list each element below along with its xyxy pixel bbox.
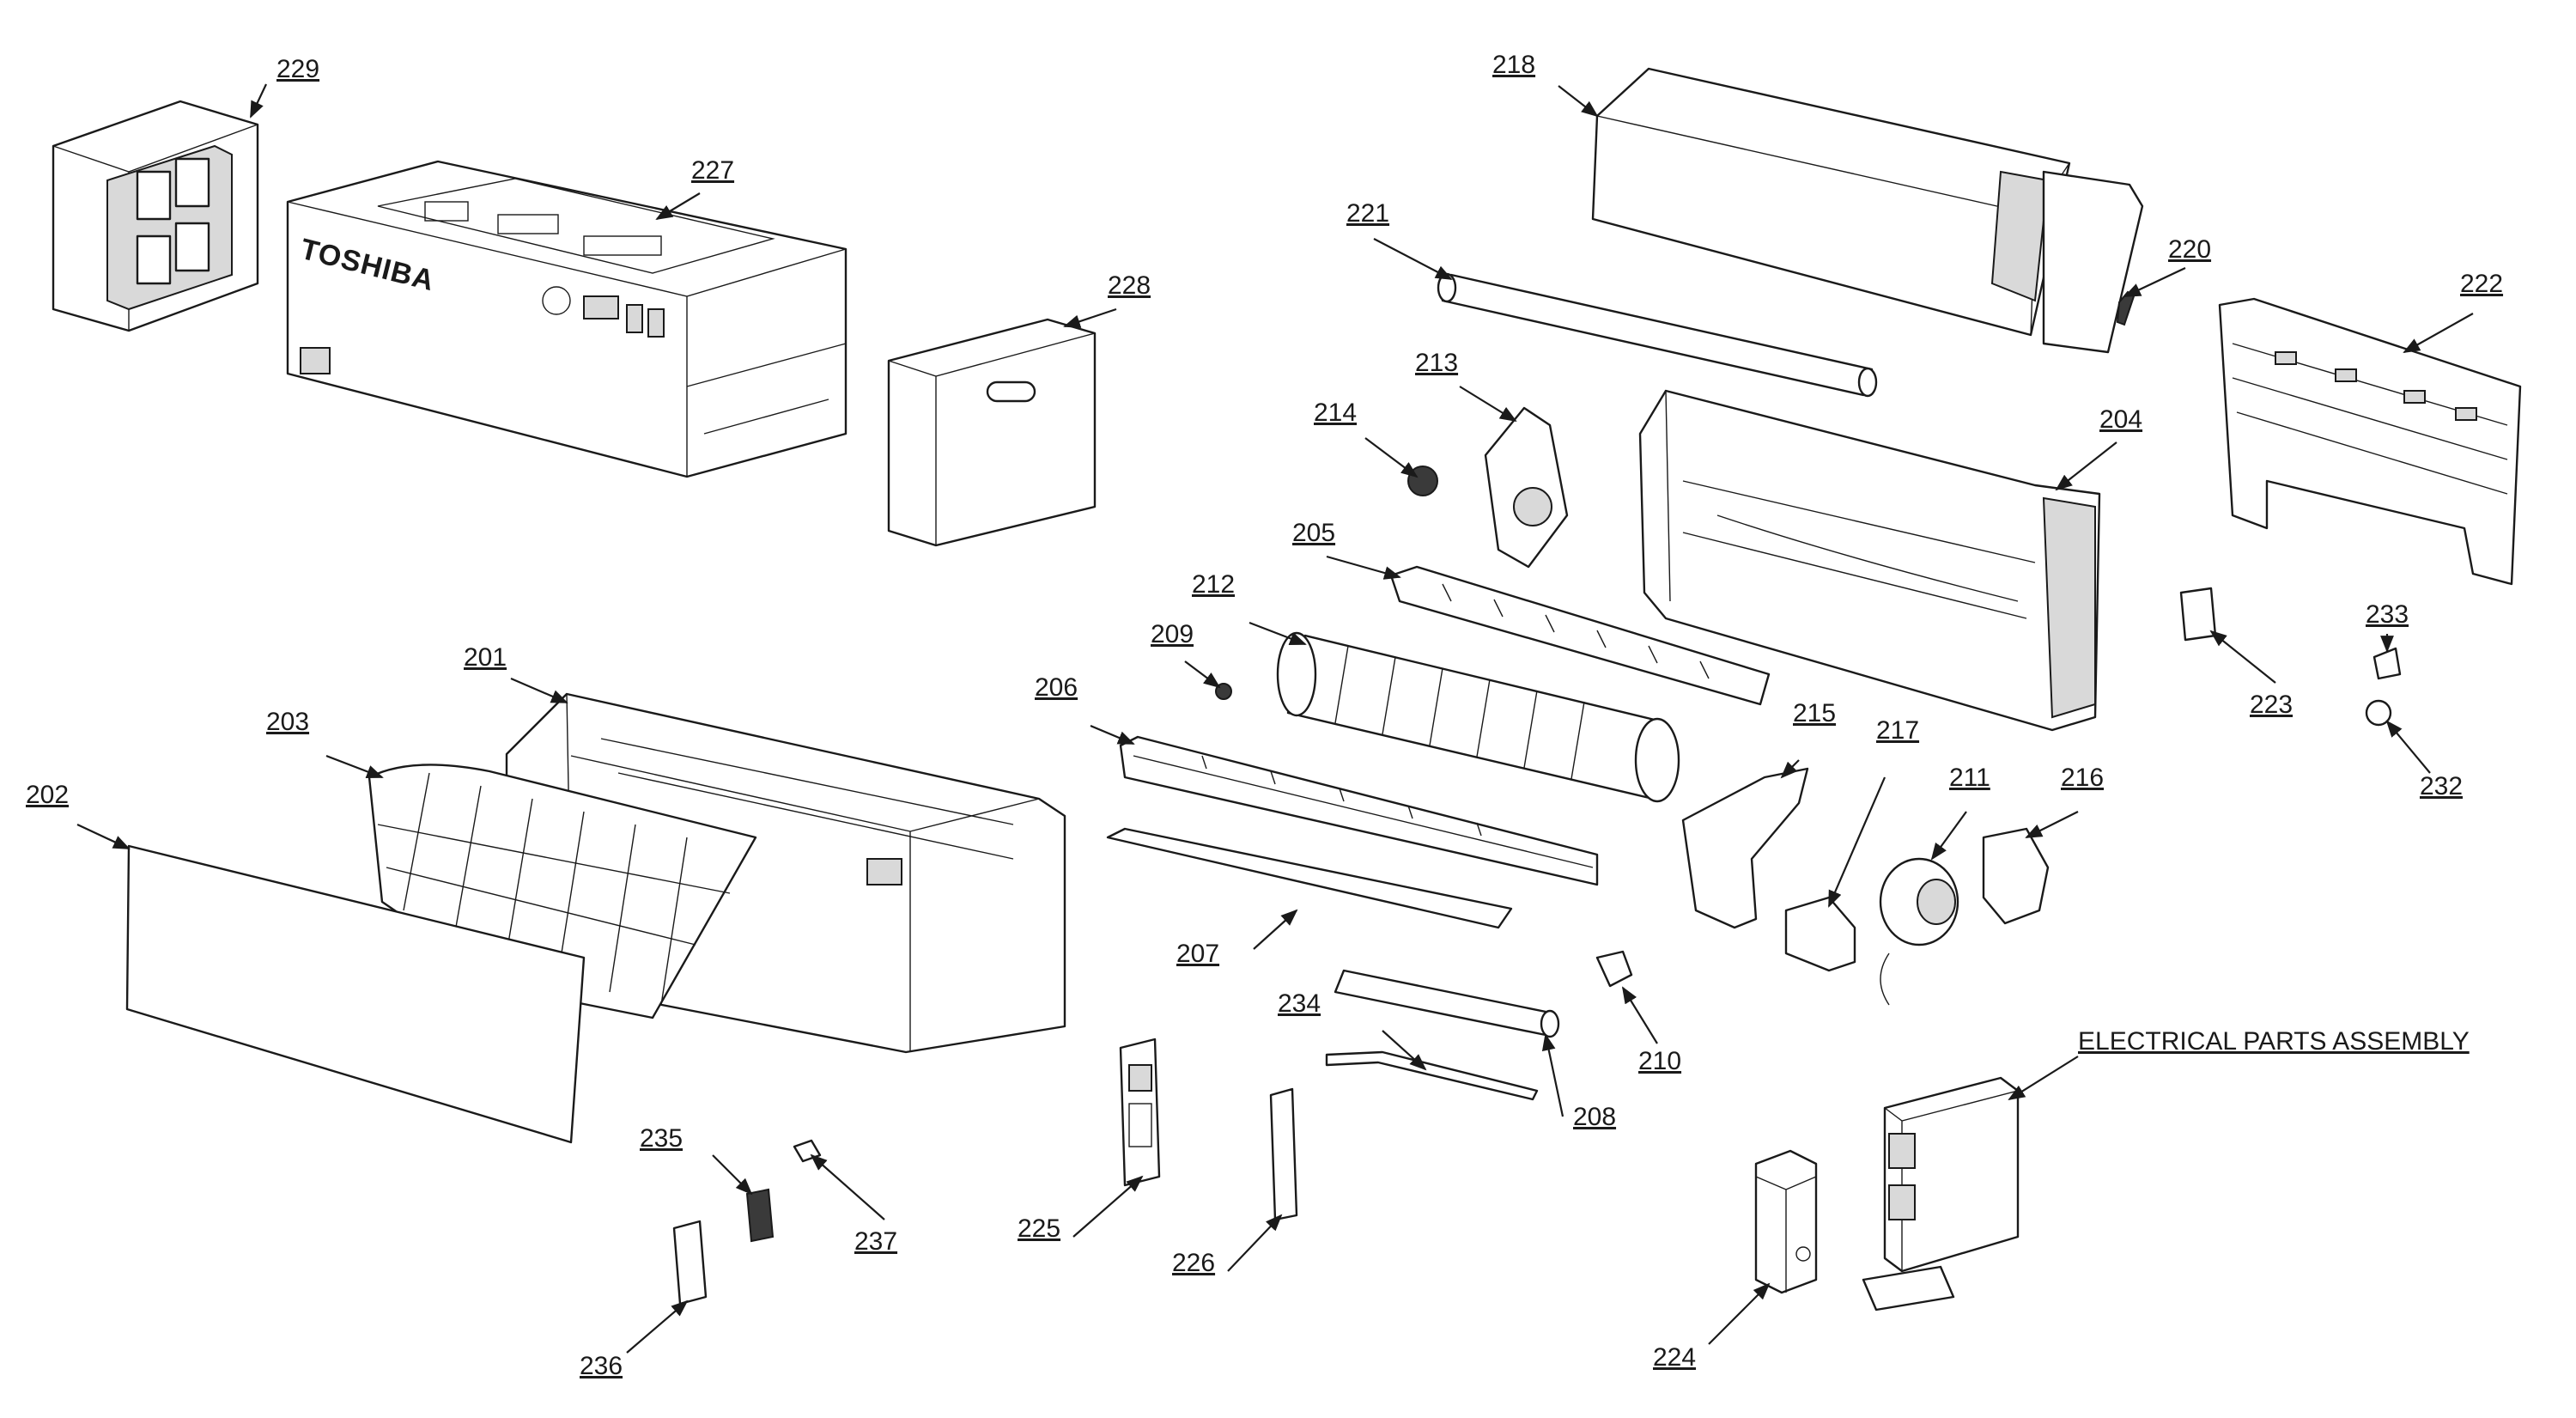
part-223-clip	[2179, 587, 2217, 642]
part-202-front-grille	[125, 844, 586, 1144]
callout-207: 207	[1176, 940, 1219, 968]
callout-225: 225	[1018, 1214, 1060, 1243]
callout-232: 232	[2420, 772, 2463, 800]
callout-204: 204	[2099, 405, 2142, 434]
part-233-holder	[2372, 647, 2402, 680]
part-225-remote-control	[1119, 1038, 1161, 1187]
callout-electrical-parts-assembly: ELECTRICAL PARTS ASSEMBLY	[2078, 1027, 2470, 1056]
part-217-motor-holder	[1784, 896, 1856, 972]
callout-218: 218	[1492, 51, 1535, 79]
callout-228: 228	[1108, 271, 1151, 300]
callout-233: 233	[2366, 600, 2409, 629]
callout-211: 211	[1949, 764, 1990, 792]
part-208-drain-hose	[1334, 969, 1560, 1038]
callout-229: 229	[276, 55, 319, 83]
part-232-sensor	[2365, 699, 2392, 727]
part-226-remote-holder	[1269, 1087, 1298, 1221]
electrical-parts-assembly	[1862, 1076, 2020, 1311]
part-210-louver-motor	[1595, 950, 1633, 988]
part-234-rod	[1325, 1050, 1539, 1101]
part-221-pipe	[1437, 272, 1878, 398]
callout-220: 220	[2168, 235, 2211, 264]
part-207-flap	[1106, 827, 1513, 929]
callout-210: 210	[1638, 1047, 1681, 1075]
callout-203: 203	[266, 708, 309, 736]
callout-227: 227	[691, 156, 734, 185]
callout-213: 213	[1415, 349, 1458, 377]
part-222-mounting-plate	[2218, 297, 2522, 586]
part-204-main-body	[1638, 389, 2101, 732]
part-211-fan-motor	[1879, 857, 1959, 1006]
part-236-cover	[672, 1220, 708, 1305]
callout-224: 224	[1653, 1343, 1696, 1372]
callout-216: 216	[2061, 764, 2104, 792]
callout-209: 209	[1151, 620, 1194, 648]
leader-lines	[76, 83, 2474, 1354]
callout-223: 223	[2250, 691, 2293, 719]
part-216-motor-cover	[1982, 827, 2050, 925]
part-235-block	[745, 1188, 775, 1243]
callout-222: 222	[2460, 270, 2503, 298]
part-213-bearing-bracket	[1484, 406, 1569, 569]
callout-214: 214	[1314, 399, 1357, 427]
part-224-terminal-cover	[1754, 1149, 1818, 1294]
callout-237: 237	[854, 1227, 897, 1256]
callout-208: 208	[1573, 1103, 1616, 1131]
callout-202: 202	[26, 781, 69, 809]
callout-215: 215	[1793, 699, 1836, 727]
part-215-side-cover	[1681, 767, 1809, 929]
callout-221: 221	[1346, 199, 1389, 228]
part-212-cross-flow-fan	[1276, 631, 1680, 803]
callout-236: 236	[580, 1352, 623, 1380]
callout-217: 217	[1876, 716, 1919, 745]
part-227-carton	[286, 160, 848, 478]
part-214-bearing	[1407, 466, 1438, 496]
callout-235: 235	[640, 1124, 683, 1153]
callout-226: 226	[1172, 1249, 1215, 1277]
part-229-packing-end	[52, 100, 259, 332]
part-218-heat-exchanger	[1591, 67, 2144, 354]
callout-234: 234	[1278, 989, 1321, 1018]
callout-206: 206	[1035, 673, 1078, 702]
callout-205: 205	[1292, 519, 1335, 547]
part-228-packing-end	[887, 318, 1097, 547]
callout-201: 201	[464, 643, 507, 672]
part-205-drain-guide	[1389, 565, 1771, 706]
callout-212: 212	[1192, 570, 1235, 599]
